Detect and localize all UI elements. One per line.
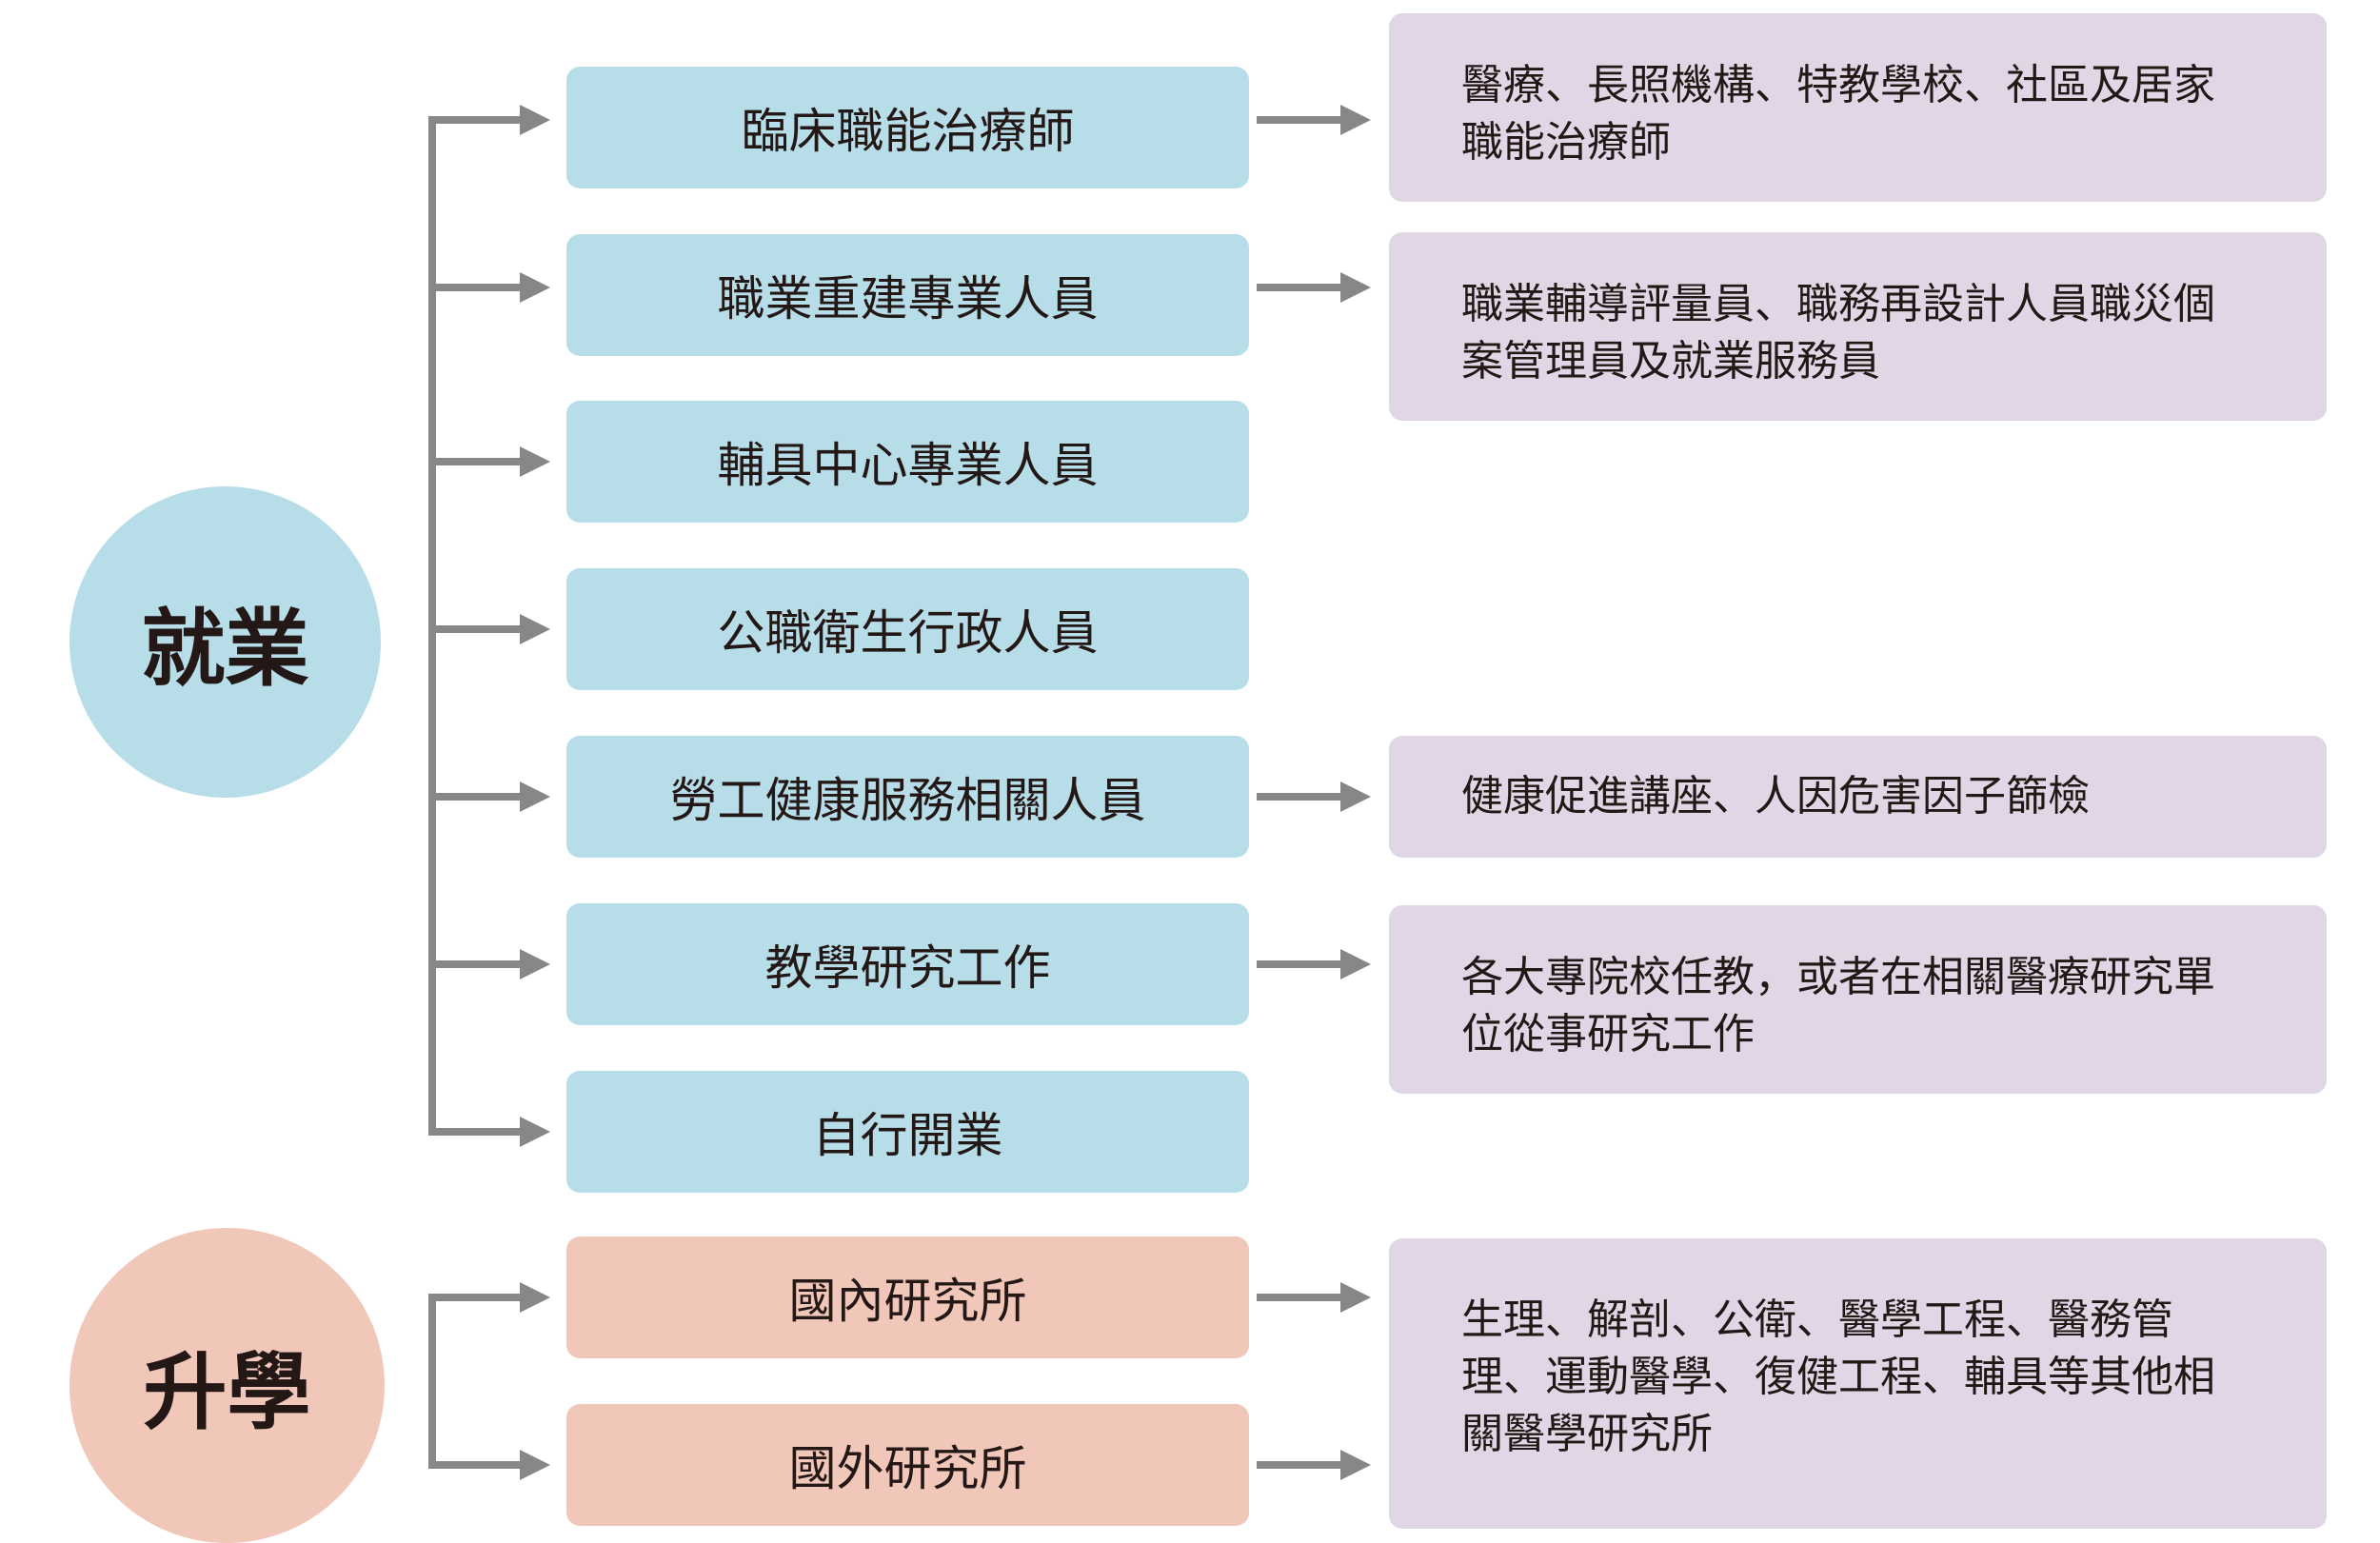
detail-box-graduate-schools: 生理、解剖、公衛、醫學工程、醫務管理、運動醫學、復健工程、輔具等其他相關醫學研究…	[1389, 1238, 2327, 1529]
role-label: 自行開業	[812, 1108, 1003, 1163]
role-label: 教學研究工作	[764, 940, 1051, 996]
detail-text: 各大專院校任教，或者在相關醫療研究單位從事研究工作	[1461, 953, 2215, 1058]
role-box-assistive-center: 輔具中心專業人員	[566, 401, 1249, 523]
role-label: 輔具中心專業人員	[717, 438, 1099, 493]
employment-label: 就業	[141, 600, 309, 698]
detail-box-worker-health: 健康促進講座、人因危害因子篩檢	[1389, 736, 2327, 858]
study-label: 國外研究所	[788, 1441, 1027, 1496]
study-box-overseas: 國外研究所	[566, 1404, 1249, 1526]
employment-circle: 就業	[69, 486, 381, 798]
detail-box-clinical-ot: 醫療、長照機構、特教學校、社區及居家職能治療師	[1389, 13, 2327, 202]
further-study-circle: 升學	[69, 1228, 385, 1543]
role-label: 勞工健康服務相關人員	[669, 773, 1146, 828]
detail-box-teaching-research: 各大專院校任教，或者在相關醫療研究單位從事研究工作	[1389, 905, 2327, 1094]
detail-text: 生理、解剖、公衛、醫學工程、醫務管理、運動醫學、復健工程、輔具等其他相關醫學研究…	[1461, 1296, 2215, 1458]
role-box-worker-health: 勞工健康服務相關人員	[566, 736, 1249, 858]
role-box-teaching-research: 教學研究工作	[566, 903, 1249, 1025]
role-box-private-practice: 自行開業	[566, 1071, 1249, 1193]
detail-text: 職業輔導評量員、職務再設計人員職災個案管理員及就業服務員	[1461, 280, 2215, 386]
study-box-domestic: 國內研究所	[566, 1236, 1249, 1358]
role-label: 公職衛生行政人員	[717, 605, 1099, 661]
role-label: 臨床職能治療師	[741, 104, 1075, 159]
detail-box-vocational-rehab: 職業輔導評量員、職務再設計人員職災個案管理員及就業服務員	[1389, 232, 2327, 421]
study-label: 國內研究所	[788, 1274, 1027, 1329]
detail-text: 醫療、長照機構、特教學校、社區及居家職能治療師	[1461, 61, 2215, 167]
detail-text: 健康促進講座、人因危害因子篩檢	[1461, 772, 2090, 821]
role-box-clinical-ot: 臨床職能治療師	[566, 67, 1249, 188]
role-label: 職業重建專業人員	[717, 271, 1099, 326]
further-study-label: 升學	[143, 1343, 311, 1441]
role-box-vocational-rehab: 職業重建專業人員	[566, 234, 1249, 356]
role-box-public-health-admin: 公職衛生行政人員	[566, 568, 1249, 690]
